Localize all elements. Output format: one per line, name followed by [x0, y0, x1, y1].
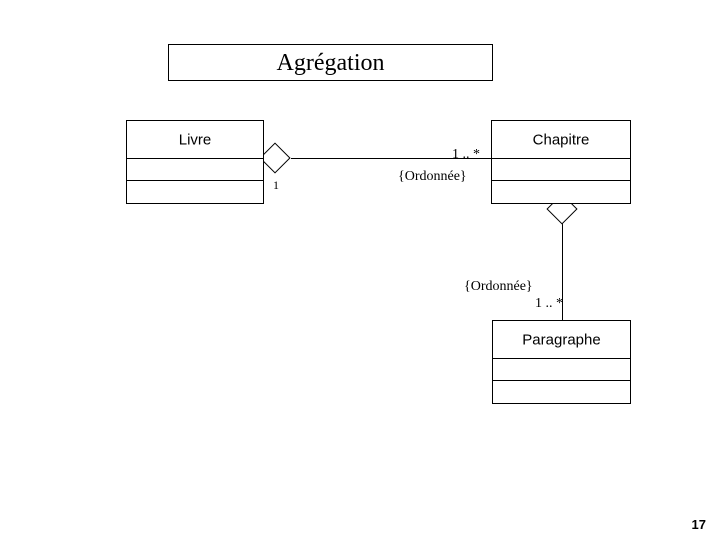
multiplicity-label-chapitre: 1 .. *	[452, 147, 480, 162]
title-box: Agrégation	[168, 44, 493, 81]
uml-operations-compartment	[492, 181, 630, 203]
slide-number: 17	[691, 517, 706, 532]
uml-class-livre[interactable]: Livre	[126, 120, 264, 204]
page-title: Agrégation	[276, 49, 385, 76]
uml-class-name-paragraphe: Paragraphe	[522, 331, 601, 348]
uml-operations-compartment	[127, 181, 263, 203]
uml-class-chapitre[interactable]: Chapitre	[491, 120, 631, 204]
uml-class-name-chapitre: Chapitre	[532, 131, 590, 148]
uml-attributes-compartment	[493, 359, 630, 381]
uml-class-name-compartment: Livre	[127, 121, 263, 159]
aggregation-diamond-icon-livre	[259, 142, 291, 174]
uml-class-name-compartment: Paragraphe	[493, 321, 630, 359]
uml-class-paragraphe[interactable]: Paragraphe	[492, 320, 631, 404]
uml-attributes-compartment	[127, 159, 263, 181]
uml-attributes-compartment	[492, 159, 630, 181]
uml-class-name-compartment: Chapitre	[492, 121, 630, 159]
constraint-label-paragraphe: {Ordonnée}	[464, 279, 533, 294]
multiplicity-label-paragraphe: 1 .. *	[535, 296, 563, 311]
association-line-livre-chapitre	[291, 158, 491, 159]
multiplicity-label-livre: 1	[273, 178, 279, 192]
constraint-label-chapitre: {Ordonnée}	[398, 169, 467, 184]
uml-operations-compartment	[493, 381, 630, 403]
association-line-chapitre-paragraphe	[562, 216, 563, 320]
uml-class-name-livre: Livre	[178, 131, 212, 148]
